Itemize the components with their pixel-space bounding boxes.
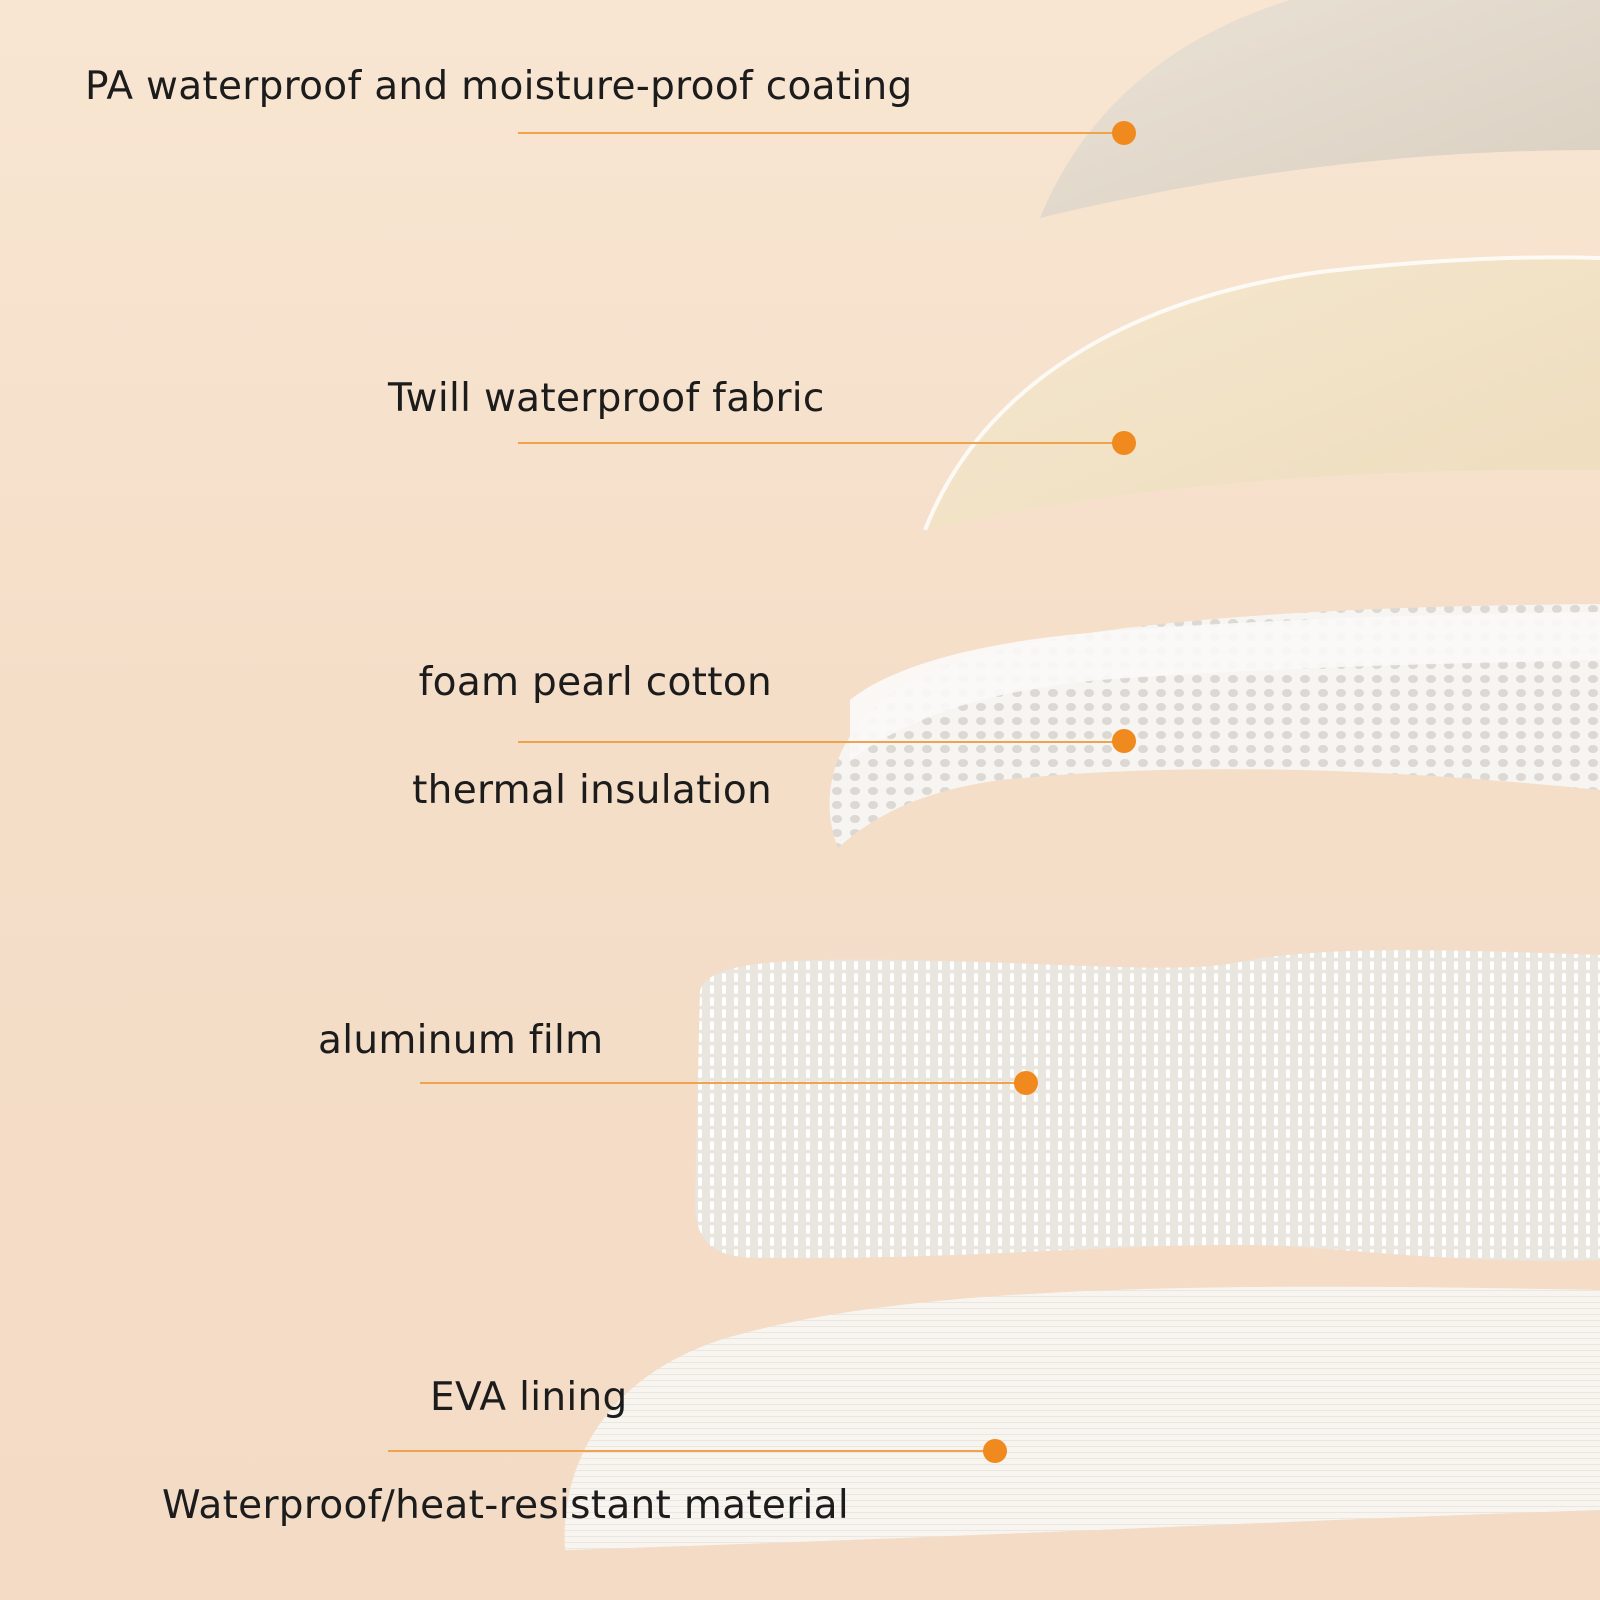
label-aluminum-film: aluminum film	[318, 1018, 604, 1063]
label-pa-coating: PA waterproof and moisture-proof coating	[85, 64, 913, 109]
note-thermal-insulation: thermal insulation	[412, 768, 772, 813]
leader-line-1	[518, 132, 1124, 134]
marker-dot-1	[1112, 121, 1136, 145]
layer-pa-coating-shape	[1040, 0, 1600, 218]
marker-dot-3	[1112, 729, 1136, 753]
layer-twill-fabric-shape	[925, 257, 1600, 530]
leader-line-3	[518, 741, 1124, 743]
marker-dot-2	[1112, 431, 1136, 455]
marker-dot-5	[983, 1439, 1007, 1463]
leader-line-2	[518, 442, 1124, 444]
layer-aluminum-film-shape	[695, 950, 1600, 1261]
label-foam-pearl-cotton: foam pearl cotton	[418, 660, 772, 705]
marker-dot-4	[1014, 1071, 1038, 1095]
leader-line-5	[388, 1450, 994, 1452]
leader-line-4	[420, 1082, 1025, 1084]
label-eva-lining: EVA lining	[430, 1375, 628, 1420]
label-twill-fabric: Twill waterproof fabric	[388, 376, 825, 421]
layer-eva-lining-shape	[564, 1286, 1600, 1550]
note-waterproof-heat-resistant: Waterproof/heat-resistant material	[162, 1483, 850, 1528]
